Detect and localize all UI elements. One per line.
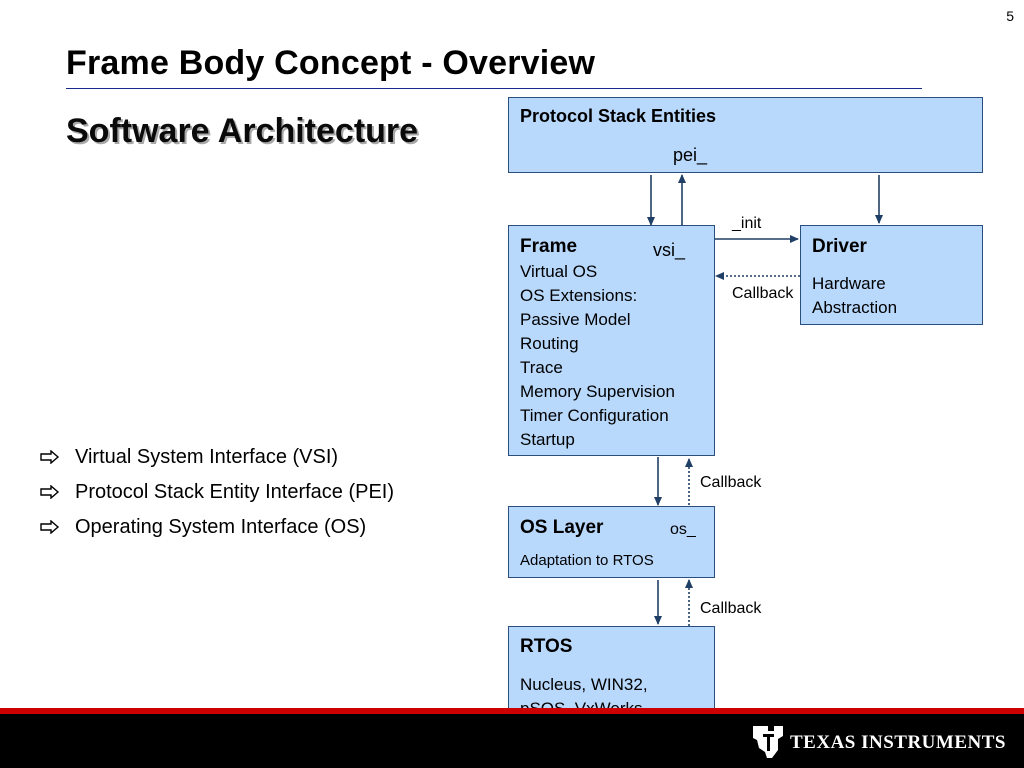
title-divider [66, 88, 922, 89]
bullet-item-pei: Protocol Stack Entity Interface (PEI) [40, 477, 440, 507]
frame-feature: Trace [520, 358, 563, 377]
label-callback-os: Callback [700, 474, 762, 491]
bullet-item-vsi: Virtual System Interface (VSI) [40, 442, 440, 472]
label-init: _init [732, 215, 762, 232]
rtos-desc-line: Nucleus, WIN32, [520, 675, 648, 694]
frame-feature: Routing [520, 334, 579, 353]
os-layer-title: OS Layer [520, 517, 604, 538]
frame-prefix: vsi_ [653, 240, 686, 260]
footer-bar [0, 714, 1024, 768]
arrow-bullet-icon [40, 485, 60, 499]
footer-accent-bar [0, 708, 1024, 714]
slide-title: Frame Body Concept - Overview [66, 44, 596, 82]
frame-features: Virtual OS OS Extensions: Passive Model … [520, 260, 675, 452]
ti-logo-icon [753, 726, 783, 758]
driver-title: Driver [812, 236, 867, 257]
frame-feature: Startup [520, 430, 575, 449]
arrow-bullet-icon [40, 520, 60, 534]
os-layer-desc: Adaptation to RTOS [520, 552, 654, 569]
box-frame: Frame vsi_ Virtual OS OS Extensions: Pas… [508, 225, 715, 456]
bullet-text: Virtual System Interface (VSI) [75, 446, 339, 468]
rtos-title: RTOS [520, 636, 573, 657]
box-protocol-stack-entities: Protocol Stack Entities pei_ [508, 97, 983, 173]
bullet-text: Protocol Stack Entity Interface (PEI) [75, 481, 395, 503]
frame-feature: Passive Model [520, 310, 631, 329]
box-driver: Driver Hardware Abstraction [800, 225, 983, 325]
page-number: 5 [1006, 8, 1014, 24]
frame-feature: Virtual OS [520, 262, 598, 281]
frame-feature: Timer Configuration [520, 406, 669, 425]
driver-desc-line: Hardware [812, 274, 886, 293]
bullet-item-os: Operating System Interface (OS) [40, 512, 440, 542]
box-os-layer: OS Layer os_ Adaptation to RTOS [508, 506, 715, 578]
driver-desc-line: Abstraction [812, 298, 898, 317]
frame-feature: Memory Supervision [520, 382, 675, 401]
company-name: Texas Instruments [790, 732, 1006, 753]
os-layer-prefix: os_ [670, 521, 696, 538]
frame-title: Frame [520, 236, 578, 257]
bullet-list: Virtual System Interface (VSI) Protocol … [40, 442, 440, 547]
pse-prefix: pei_ [673, 145, 708, 165]
pse-title: Protocol Stack Entities [520, 106, 717, 126]
frame-feature: OS Extensions: [520, 286, 638, 305]
label-callback-driver: Callback [732, 285, 794, 302]
label-callback-rtos: Callback [700, 600, 762, 617]
arrow-bullet-icon [40, 450, 60, 464]
slide-subtitle: Software Architecture [66, 112, 419, 150]
bullet-text: Operating System Interface (OS) [75, 516, 367, 538]
driver-desc: Hardware Abstraction [812, 272, 897, 320]
